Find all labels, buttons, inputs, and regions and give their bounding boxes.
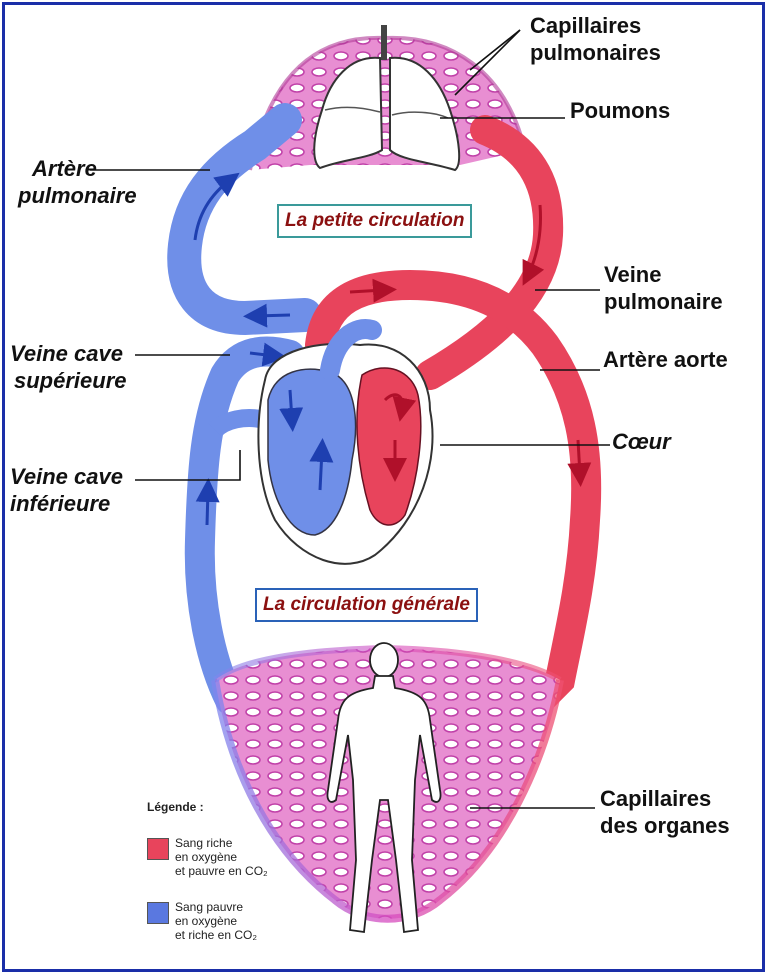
petite-circulation-title: La petite circulation bbox=[277, 204, 473, 238]
capillaires-pulmonaires-line2: pulmonaires bbox=[530, 40, 661, 65]
legend-item-deoxygenated: Sang pauvre en oxygène et riche en CO₂ bbox=[147, 900, 257, 942]
veine-pulmonaire-line2: pulmonaire bbox=[604, 289, 723, 314]
veine-cave-inferieure-label: Veine cave inférieure bbox=[10, 463, 123, 517]
veine-pulmonaire-line1: Veine bbox=[604, 262, 662, 287]
legend-item-oxygenated: Sang riche en oxygène et pauvre en CO₂ bbox=[147, 836, 268, 878]
pulmonary-capillaries bbox=[248, 35, 527, 171]
coeur-label: Cœur bbox=[612, 429, 671, 454]
capillaires-organes-line1: Capillaires bbox=[600, 786, 712, 811]
veine-pulmonaire-label: Veine pulmonaire bbox=[604, 261, 723, 315]
leader-lines bbox=[90, 29, 610, 809]
capillaires-pulmonaires-label: Capillaires pulmonaires bbox=[530, 12, 661, 66]
artere-pulmonaire-label: Artère pulmonaire bbox=[18, 155, 137, 209]
legend-swatch-red bbox=[147, 838, 169, 860]
veine-cave-superieure-label: Veine cave supérieure bbox=[10, 340, 127, 394]
capillaires-organes-line2: des organes bbox=[600, 813, 730, 838]
artere-aorte-label: Artère aorte bbox=[603, 347, 728, 372]
vena-cava-vessel bbox=[184, 336, 305, 715]
capillaires-organes-label: Capillaires des organes bbox=[600, 785, 730, 839]
pulmonary-vein-vessel bbox=[415, 115, 564, 390]
legend-title: Légende : bbox=[147, 800, 204, 814]
capillaires-pulmonaires-line1: Capillaires bbox=[530, 13, 642, 38]
heart bbox=[257, 319, 434, 565]
veine-cave-inferieure-line1: Veine cave bbox=[10, 464, 123, 489]
artere-pulmonaire-line1: Artère bbox=[32, 156, 97, 181]
legend-text-oxygenated: Sang riche en oxygène et pauvre en CO₂ bbox=[175, 836, 268, 878]
veine-cave-superieure-line2: supérieure bbox=[14, 368, 127, 393]
veine-cave-superieure-line1: Veine cave bbox=[10, 341, 123, 366]
human-body-silhouette bbox=[326, 642, 442, 934]
poumons-label: Poumons bbox=[570, 98, 671, 123]
legend-swatch-blue bbox=[147, 902, 169, 924]
lungs bbox=[313, 25, 461, 172]
circulation-generale-title: La circulation générale bbox=[255, 588, 478, 622]
pulmonary-artery-vessel bbox=[167, 103, 322, 336]
veine-cave-inferieure-line2: inférieure bbox=[10, 491, 111, 516]
artere-pulmonaire-line2: pulmonaire bbox=[18, 183, 137, 208]
legend-text-deoxygenated: Sang pauvre en oxygène et riche en CO₂ bbox=[175, 900, 258, 942]
